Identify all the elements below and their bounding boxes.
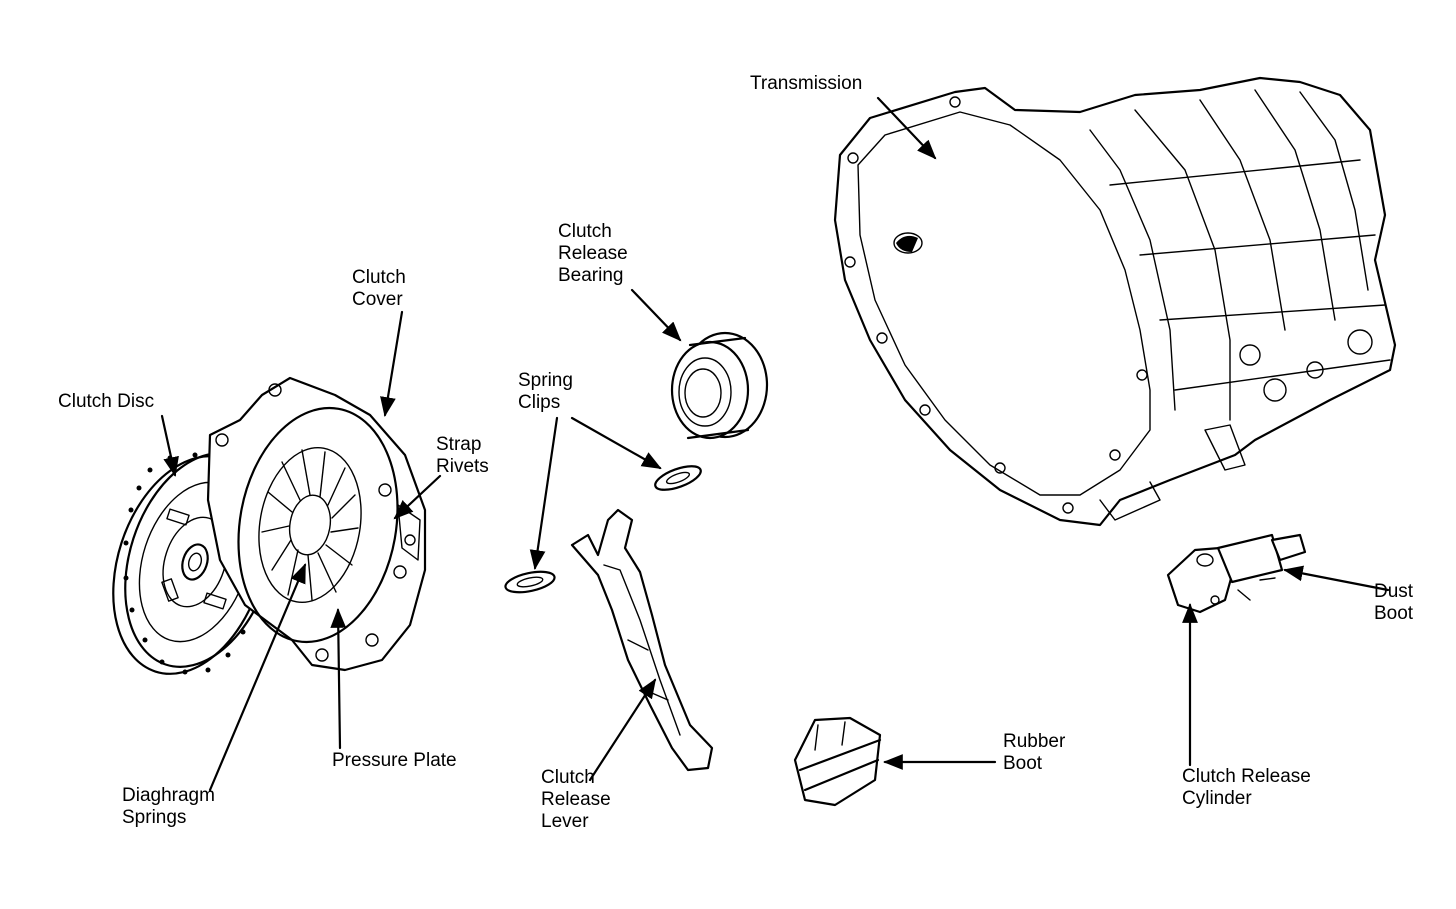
leader-release-bearing <box>630 288 682 342</box>
leader-transmission <box>876 96 937 160</box>
leader-pressure-plate <box>330 608 347 750</box>
label-line: Springs <box>122 807 187 828</box>
label-spring-clips: Spring Clips <box>518 370 573 414</box>
clutch-release-cylinder <box>1166 533 1307 614</box>
label-line: Cover <box>352 289 403 310</box>
label-clutch-release-bearing: Clutch Release Bearing <box>558 221 628 287</box>
label-rubber-boot: Rubber Boot <box>1003 731 1065 775</box>
leader-strap-rivets <box>393 474 442 520</box>
label-diaghragm-springs: Diaghragm Springs <box>122 785 215 829</box>
label-line: Lever <box>541 811 589 832</box>
clutch-release-bearing <box>670 331 769 440</box>
clutch-cover-pressure-plate <box>206 376 427 672</box>
label-line: Rivets <box>436 456 489 477</box>
label-line: Boot <box>1374 603 1414 624</box>
label-line: Bearing <box>558 265 624 286</box>
label-clutch-disc-text: Clutch Disc <box>58 391 155 412</box>
rubber-boot <box>793 716 882 807</box>
leader-clutch-cover <box>380 310 404 417</box>
spring-clip-upper <box>654 465 702 491</box>
label-line: Release <box>541 789 611 810</box>
label-pressure-plate-text: Pressure Plate <box>332 750 457 771</box>
label-clutch-release-cylinder: Clutch Release Cylinder <box>1182 766 1311 810</box>
leader-lines <box>160 96 1390 792</box>
label-line: Clips <box>518 392 561 413</box>
spring-clip-lower <box>504 570 556 594</box>
label-line: Release <box>558 243 628 264</box>
transmission-housing <box>833 76 1397 527</box>
label-line: Strap <box>436 434 482 455</box>
label-line: Clutch <box>558 221 612 242</box>
leader-diaghragm-springs <box>208 563 307 792</box>
label-dust-boot: Dust Boot <box>1374 581 1413 625</box>
label-transmission-text: Transmission <box>750 73 863 94</box>
leader-release-lever <box>588 678 657 782</box>
label-line: Dust <box>1374 581 1414 602</box>
label-clutch-disc: Clutch Disc <box>58 391 154 413</box>
label-line: Clutch Release <box>1182 766 1311 787</box>
label-transmission: Transmission <box>750 73 862 95</box>
clutch-release-lever <box>570 508 714 772</box>
label-line: Clutch <box>352 267 406 288</box>
label-clutch-cover: Clutch Cover <box>352 267 406 311</box>
label-pressure-plate: Pressure Plate <box>332 750 457 772</box>
label-line: Spring <box>518 370 573 391</box>
leader-dust-boot <box>1283 565 1390 592</box>
label-line: Cylinder <box>1182 788 1252 809</box>
label-line: Boot <box>1003 753 1043 774</box>
leader-spring-clip-lower <box>529 416 559 570</box>
leader-clutch-disc <box>160 414 179 477</box>
label-strap-rivets: Strap Rivets <box>436 434 489 478</box>
label-line: Diaghragm <box>122 785 215 806</box>
label-clutch-release-lever: Clutch Release Lever <box>541 767 611 833</box>
label-line: Rubber <box>1003 731 1066 752</box>
label-line: Clutch <box>541 767 595 788</box>
leader-spring-clip-upper <box>570 416 662 470</box>
